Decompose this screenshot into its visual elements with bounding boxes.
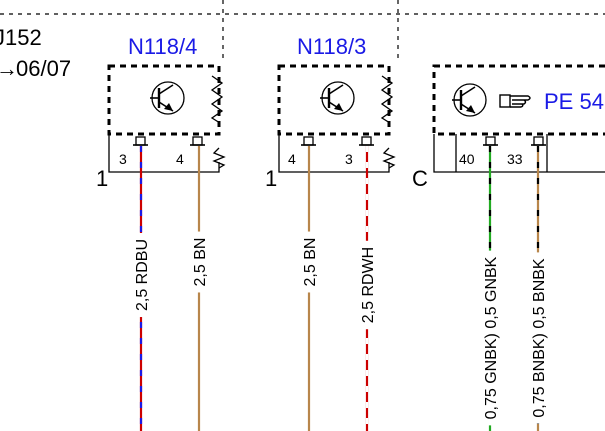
component-frame (107, 64, 221, 136)
transistor-icon (150, 81, 185, 115)
wire-label-gap (528, 252, 548, 424)
pin-label: 4 (288, 151, 296, 167)
wire-label: 2,5 BN (192, 238, 209, 287)
wire-label-gap (357, 240, 377, 330)
wire-label: 0,75 BNBK) 0,5 BNBK (531, 258, 548, 418)
model-label: J152 (0, 25, 42, 50)
pointing-hand-icon[interactable] (499, 94, 531, 108)
wire-rdwh: 2,5 RDWH (357, 146, 377, 431)
wire-rdbu: 2,5 RDBU (131, 146, 151, 431)
wire-label-gap (480, 250, 500, 426)
component-n118-3: N118/3 1 4 3 (265, 34, 396, 191)
resistor-icon (380, 75, 394, 124)
wire-label: 2,5 RDBU (134, 239, 151, 311)
wire-bn-1: 2,5 BN (189, 146, 209, 431)
connector-pin: 3 (119, 136, 148, 167)
wire-label-gap (189, 231, 209, 293)
ground-line (278, 134, 390, 173)
resistor-icon (210, 75, 224, 124)
connector-pin: 3 (345, 136, 374, 167)
pin-label: 3 (119, 151, 127, 167)
connector-pin: 40 (459, 136, 498, 167)
component-title: PE 54 (544, 89, 604, 114)
pin-label: 4 (176, 151, 184, 167)
connector-pin: 4 (176, 136, 205, 167)
wire-bn-2: 2,5 BN (299, 146, 319, 431)
ground-label: 1 (96, 166, 108, 191)
ground-line (108, 134, 220, 173)
ground-label: C (412, 166, 428, 191)
ground-line (433, 134, 605, 173)
pin-label: 3 (345, 151, 353, 167)
pulldown-resistor-icon (212, 147, 226, 169)
component-title: N118/3 (297, 34, 366, 59)
wire-label-gap (131, 232, 151, 318)
wire-gnbk: 0,75 GNBK) 0,5 GNBK (480, 146, 500, 431)
transistor-icon (452, 83, 487, 117)
date-label: 06/07 (16, 56, 71, 81)
pulldown-resistor-icon (382, 147, 396, 169)
date-arrow: → (0, 56, 18, 81)
connector-pin: 33 (507, 136, 546, 167)
ground-label: 1 (265, 166, 277, 191)
component-n118-4: N118/4 1 3 4 (96, 34, 226, 191)
component-pe: PE 54 C 40 33 (412, 64, 605, 191)
component-title: N118/4 (128, 34, 197, 59)
component-frame (277, 64, 391, 136)
wire-label: 2,5 BN (302, 238, 319, 287)
wire-bnbk: 0,75 BNBK) 0,5 BNBK (528, 146, 548, 431)
pin-label: 33 (507, 151, 523, 167)
wire-label-gap (299, 231, 319, 293)
component-frame (432, 64, 605, 136)
connector-pin: 4 (288, 136, 316, 167)
pin-label: 40 (459, 151, 475, 167)
wire-label: 0,75 GNBK) 0,5 GNBK (483, 256, 500, 419)
transistor-icon (320, 81, 355, 115)
wire-label: 2,5 RDWH (360, 247, 377, 323)
